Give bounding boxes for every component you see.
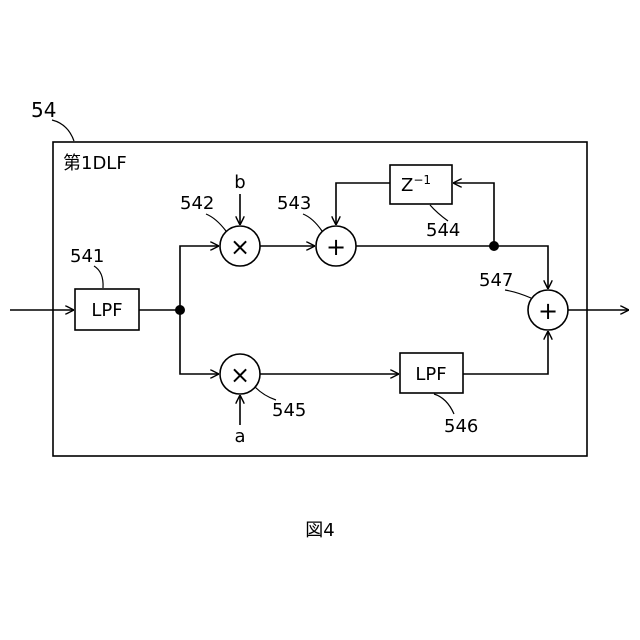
- adder-top-ref: 543: [277, 193, 311, 214]
- delay-exponent: −1: [413, 173, 431, 187]
- lpf-in-ref: 541: [70, 246, 104, 267]
- multiplier-bottom-ref-leader: [255, 387, 276, 400]
- outer-block-title: 第1DLF: [63, 153, 127, 174]
- multiplier-bottom-ref: 545: [272, 400, 306, 421]
- lpf-bottom-ref: 546: [444, 416, 478, 437]
- delay-base: Z: [401, 175, 413, 196]
- multiplier-bottom-input-label: a: [234, 426, 245, 447]
- figure-caption: 図4: [305, 520, 334, 541]
- delay-to-adder-wire: [336, 183, 390, 225]
- outer-block-ref: 54: [31, 98, 56, 122]
- delay-ref: 544: [426, 220, 460, 241]
- lpf-bottom-ref-leader: [434, 394, 454, 414]
- lpf-bottom-label: LPF: [415, 364, 446, 385]
- lpf-in-ref-leader: [94, 266, 103, 288]
- adder-top-symbol: +: [326, 233, 346, 261]
- delay-ref-leader: [430, 205, 448, 221]
- adder-out-symbol: +: [538, 297, 558, 325]
- lower-path-to-output-adder-wire: [463, 331, 548, 374]
- upper-branch-wire: [180, 246, 219, 310]
- lpf-in-label: LPF: [91, 300, 122, 321]
- adder-out-ref: 547: [479, 270, 513, 291]
- multiplier-bottom-symbol: ×: [230, 361, 250, 389]
- adder-top-ref-leader: [303, 214, 322, 231]
- adder-out-ref-leader: [505, 290, 531, 298]
- multiplier-top-ref: 542: [180, 193, 214, 214]
- multiplier-top-input-label: b: [234, 172, 245, 193]
- multiplier-top-ref-leader: [206, 214, 226, 231]
- lower-branch-wire: [180, 310, 219, 374]
- multiplier-top-symbol: ×: [230, 233, 250, 261]
- outer-block-ref-leader: [52, 120, 74, 141]
